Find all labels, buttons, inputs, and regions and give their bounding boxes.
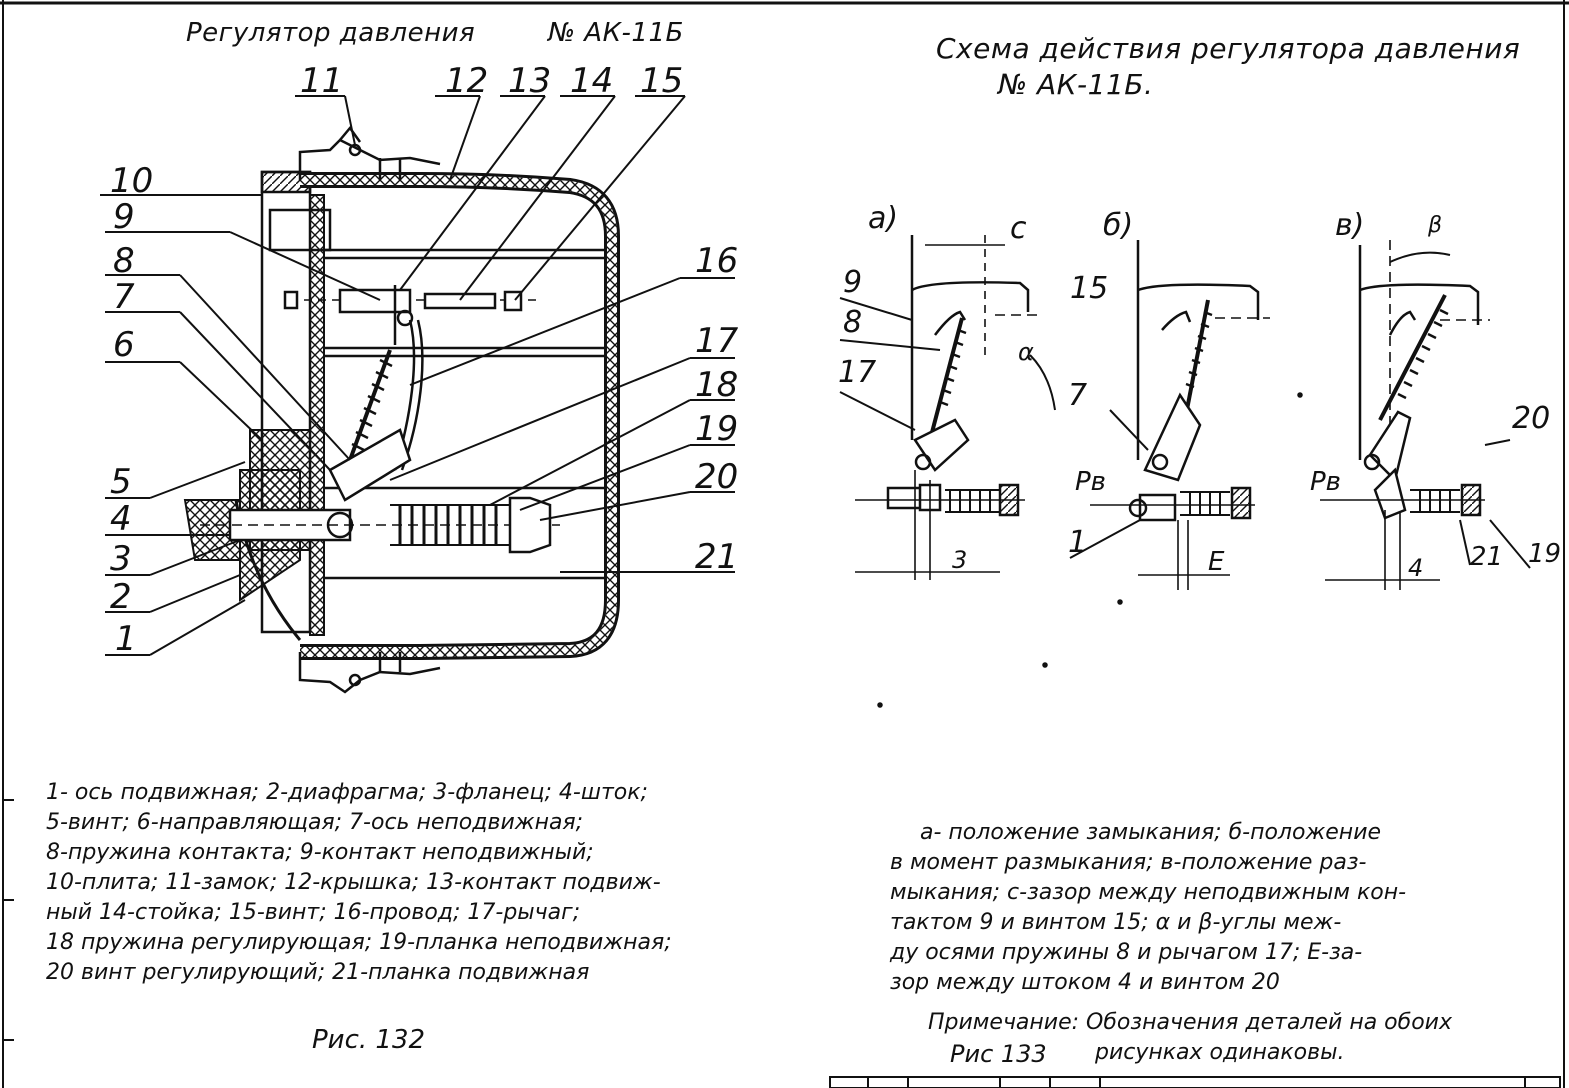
callout-5: 5: [110, 462, 132, 502]
right-title-line2: № АК-11Б.: [998, 68, 1154, 101]
callout-9: 9: [113, 197, 135, 237]
label-19: 19: [1528, 539, 1561, 569]
diagram-labels: а) б) в) с β α 9 8 17 15 7 1 20 21 19 Рв…: [838, 201, 1561, 582]
left-legend: 1- ось подвижная; 2-диафрагма; 3-фланец;…: [46, 778, 672, 988]
label-pb-c: Рв: [1310, 467, 1341, 497]
label-E: Е: [1208, 547, 1225, 577]
callout-20: 20: [695, 457, 738, 497]
label-20: 20: [1512, 401, 1550, 436]
legend-line: а- положение замыкания; б-положение: [920, 820, 1382, 845]
figure-caption-133: Рис 133: [950, 1040, 1047, 1068]
callout-14: 14: [570, 61, 613, 101]
callout-1: 1: [115, 619, 137, 659]
note-line-2: рисунках одинаковы.: [1095, 1040, 1345, 1065]
panel-c-diagram: [1320, 240, 1531, 590]
callout-15: 15: [640, 61, 683, 101]
legend-line: мыкания; с-зазор между неподвижным кон-: [890, 880, 1407, 905]
label-17: 17: [838, 355, 876, 390]
callout-2: 2: [110, 577, 132, 617]
callout-8: 8: [113, 241, 135, 281]
callout-11: 11: [300, 61, 343, 101]
label-pb-b: Рв: [1075, 467, 1106, 497]
callout-21: 21: [695, 537, 738, 577]
legend-line: зор между штоком 4 и винтом 20: [890, 970, 1280, 995]
right-legend: а- положение замыкания; б-положение в мо…: [890, 818, 1406, 998]
title-block: [829, 1076, 1561, 1088]
legend-line: ный 14-стойка; 15-винт; 16-провод; 17-ры…: [46, 900, 581, 925]
panel-a-diagram: [839, 235, 1056, 580]
legend-line: 1- ось подвижная; 2-диафрагма; 3-фланец;…: [46, 780, 648, 805]
callout-18: 18: [695, 365, 738, 405]
callout-3: 3: [110, 539, 132, 579]
legend-line: 5-винт; 6-направляющая; 7-ось неподвижна…: [46, 810, 584, 835]
label-c: с: [1010, 211, 1027, 246]
label-4: 4: [1408, 554, 1423, 582]
label-15: 15: [1070, 271, 1108, 306]
label-7: 7: [1068, 378, 1087, 413]
callout-6: 6: [113, 325, 135, 365]
callout-10: 10: [110, 161, 153, 201]
legend-line: в момент размыкания; в-положение раз-: [890, 850, 1367, 875]
legend-line: 18 пружина регулирующая; 19-планка непод…: [46, 930, 672, 955]
note-line: Примечание: Обозначения деталей на обоих: [928, 1010, 1452, 1035]
callout-13: 13: [508, 61, 551, 101]
label-1: 1: [1068, 525, 1087, 560]
legend-line: 10-плита; 11-замок; 12-крышка; 13-контак…: [46, 870, 661, 895]
callout-numbers-left: 10 9 8 7 6 5 4 3 2 1 11 12 13 14 15 16 1…: [110, 61, 739, 659]
left-title: Регулятор давления: [186, 18, 476, 48]
left-title-number: № АК-11Б: [548, 18, 684, 48]
panel-a-label: а): [868, 201, 898, 236]
callout-12: 12: [445, 61, 488, 101]
legend-line: 8-пружина контакта; 9-контакт неподвижны…: [46, 840, 594, 865]
legend-line: ду осями пружины 8 и рычагом 17; Е-за-: [890, 940, 1363, 965]
callout-19: 19: [695, 409, 738, 449]
legend-line: тактом 9 и винтом 15; α и β-углы меж-: [890, 910, 1342, 935]
label-9: 9: [843, 265, 862, 300]
label-8: 8: [843, 305, 862, 340]
panel-b-label: б): [1103, 208, 1133, 243]
label-3: 3: [952, 546, 967, 574]
right-title-line1: Схема действия регулятора давления: [936, 32, 1521, 65]
legend-line: 20 винт регулирующий; 21-планка подвижна…: [46, 960, 590, 985]
callout-16: 16: [695, 241, 738, 281]
callout-7: 7: [113, 277, 135, 317]
label-alpha: α: [1018, 338, 1034, 366]
panel-b-diagram: [1069, 240, 1270, 590]
label-21: 21: [1470, 542, 1503, 572]
callout-4: 4: [110, 499, 132, 539]
label-beta: β: [1427, 213, 1442, 238]
callout-17: 17: [695, 321, 739, 361]
figure-caption-132: Рис. 132: [312, 1025, 426, 1055]
regulator-drawing: [100, 95, 735, 694]
panel-c-label: в): [1335, 208, 1364, 243]
action-diagrams: [839, 235, 1531, 708]
